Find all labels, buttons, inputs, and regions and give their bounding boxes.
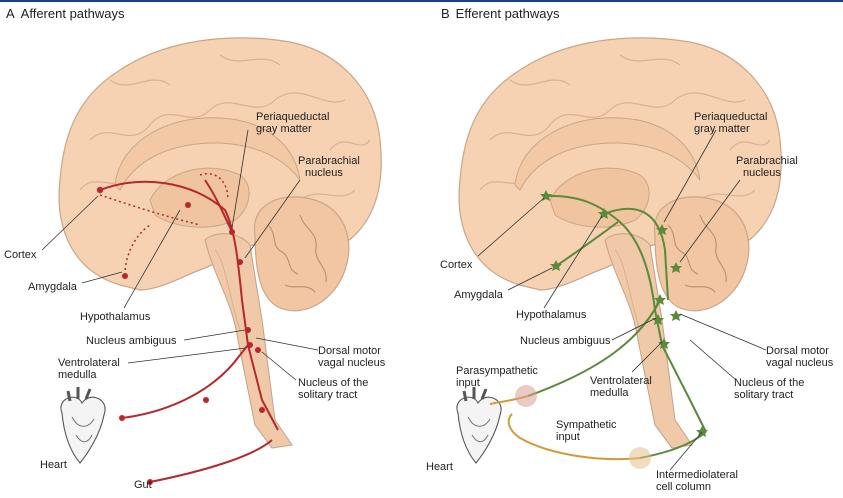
panel-b-label-solitary-2: solitary tract [734, 389, 793, 401]
panel-b-label-sympathetic-2: input [556, 431, 580, 443]
panel-a-node-ventrolateral [247, 342, 253, 348]
panel-b-label-dorsal-motor-1: Dorsal motor [766, 345, 829, 357]
panel-a-node-amygdala [122, 273, 128, 279]
panel-b-label-pag-2: gray matter [694, 123, 750, 135]
panel-a-label-solitary-2: solitary tract [298, 389, 357, 401]
panel-b-efferent-paths [527, 194, 707, 459]
panel-a-label-cortex: Cortex [4, 249, 37, 261]
panel-a-dotted-paths [99, 173, 229, 276]
panel-a-label-parabrachial-2: nucleus [305, 167, 343, 179]
panel-a-node-cortex [96, 186, 104, 194]
panel-b-label-ventrolateral-1: Ventrolateral [590, 375, 652, 387]
panel-a-labels: Periaqueductal gray matter Parabrachial … [4, 111, 386, 491]
panel-b-parasympathetic-halo [515, 385, 537, 407]
panel-a-nodes [96, 186, 265, 485]
panel-b-label-amygdala: Amygdala [454, 289, 504, 301]
panel-a-node-solitary [255, 347, 261, 353]
panel-a-label-gut: Gut [134, 479, 152, 491]
top-rule [0, 0, 843, 2]
panel-b-label-heart: Heart [426, 461, 453, 473]
panel-b-node-solitary [670, 310, 682, 321]
panel-b-node-dorsal-motor [654, 294, 666, 305]
panel-b-label-hypothalamus: Hypothalamus [516, 309, 587, 321]
panel-a-title-text: Afferent pathways [20, 6, 125, 21]
panel-a-label-hypothalamus: Hypothalamus [80, 311, 151, 323]
panel-a-label-ventrolateral-1: Ventrolateral [58, 357, 120, 369]
panel-a-node-gut [147, 479, 153, 485]
panel-a-diagram: Periaqueductal gray matter Parabrachial … [4, 37, 386, 491]
panel-b-title-text: Efferent pathways [455, 6, 560, 21]
panel-b-labels: Periaqueductal gray matter Parabrachial … [426, 111, 834, 493]
panel-a-node-parabrachial [237, 259, 243, 265]
panel-a-label-pag-1: Periaqueductal [256, 111, 329, 123]
panel-b-label-parabrachial-2: nucleus [743, 167, 781, 179]
panel-a-label-dorsal-motor-1: Dorsal motor [318, 345, 381, 357]
panel-a-node-nucleus-ambiguus [245, 327, 251, 333]
panel-b-label-nucleus-ambiguus: Nucleus ambiguus [520, 335, 611, 347]
panel-a-node-pag [229, 229, 235, 235]
panel-a-node-vagal [203, 397, 209, 403]
panel-a-label-pag-2: gray matter [256, 123, 312, 135]
panel-a-label-heart: Heart [40, 459, 67, 471]
panel-b-label-parasympathetic-2: input [456, 377, 480, 389]
panel-b-letter: B [441, 6, 450, 21]
panel-b-title: B Efferent pathways [441, 6, 560, 21]
panel-b-label-parasympathetic-1: Parasympathetic [456, 365, 538, 377]
panel-b-label-cortex: Cortex [440, 259, 473, 271]
panel-b-node-imlc [696, 426, 708, 437]
panel-b-node-ventrolateral [658, 338, 670, 349]
panel-b-node-amygdala [550, 260, 562, 271]
panel-b-diagram: Periaqueductal gray matter Parabrachial … [426, 37, 834, 493]
panel-b-node-parabrachial [670, 262, 682, 273]
panel-b-label-sympathetic-1: Sympathetic [556, 419, 617, 431]
panel-b-label-pag-1: Periaqueductal [694, 111, 767, 123]
panel-a-node-hypothalamus [185, 202, 191, 208]
panel-b-heart-icon [455, 385, 503, 465]
panel-b-label-imlc-2: cell column [656, 481, 711, 493]
panel-b-leader-lines [477, 129, 767, 471]
panel-b-nodes [540, 190, 708, 437]
panel-a-title: A Afferent pathways [6, 6, 125, 21]
panel-a-label-dorsal-motor-2: vagal nucleus [318, 357, 386, 369]
panel-a-label-nucleus-ambiguus: Nucleus ambiguus [86, 335, 177, 347]
panel-b-node-cortex [540, 190, 552, 201]
panel-a-label-parabrachial-1: Parabrachial [298, 155, 360, 167]
panel-b-label-parabrachial-1: Parabrachial [736, 155, 798, 167]
panel-b-node-hypothalamus [598, 208, 610, 219]
panel-a-afferent-paths [99, 179, 279, 483]
panel-a-leader-lines [41, 129, 319, 381]
panel-b-node-pag [656, 224, 668, 235]
panel-b-label-ventrolateral-2: medulla [590, 387, 629, 399]
panel-b-sympathetic-halo [629, 447, 651, 469]
panel-a-heart-icon [59, 385, 107, 465]
panel-b-node-nucleus-ambiguus [652, 314, 664, 325]
panel-b-label-imlc-1: Intermediolateral [656, 469, 738, 481]
panel-a-node-heart [119, 415, 125, 421]
panel-a-label-ventrolateral-2: medulla [58, 369, 97, 381]
panel-b-label-solitary-1: Nucleus of the [734, 377, 804, 389]
panel-a-letter: A [6, 6, 15, 21]
panel-a-node-spinal [259, 407, 265, 413]
panel-a-label-solitary-1: Nucleus of the [298, 377, 368, 389]
panel-b-label-dorsal-motor-2: vagal nucleus [766, 357, 834, 369]
panel-a-label-amygdala: Amygdala [28, 281, 78, 293]
